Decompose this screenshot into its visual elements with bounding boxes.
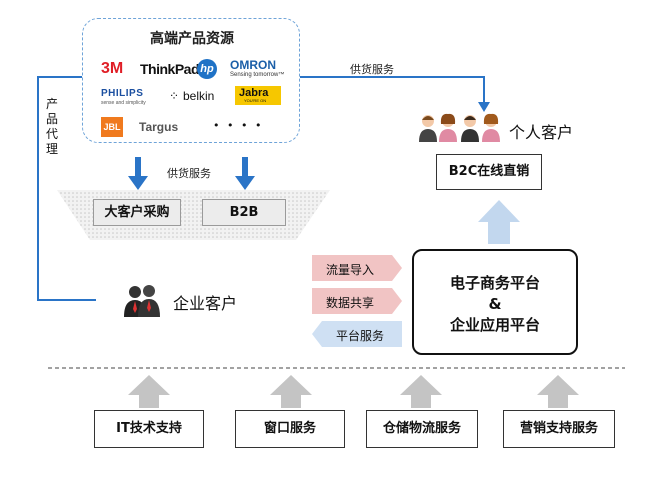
logo-omron-sub: Sensing tomorrow™ xyxy=(230,72,285,78)
product-agent-label: 产品代理 xyxy=(45,97,58,156)
logo-jabra-bg: Jabra YOU'RE ON xyxy=(235,86,281,105)
big-customer-purchase-box: 大客户采购 xyxy=(93,199,181,226)
logo-omron: OMRON xyxy=(230,58,276,72)
logo-philips: PHILIPS xyxy=(101,88,144,99)
logo-thinkpad: ThinkPad. xyxy=(140,61,203,77)
agent-line xyxy=(37,76,96,301)
logo-philips-sub: sense and simplicity xyxy=(101,100,146,106)
supply-top-line xyxy=(300,76,485,103)
enterprise-customer-label: 企业客户 xyxy=(173,294,238,313)
supply-top-label: 供货服务 xyxy=(350,63,394,76)
logo-jabra: Jabra xyxy=(239,87,269,99)
personal-customer-icon xyxy=(418,112,504,142)
support-arrow-2 xyxy=(270,375,312,408)
logo-jbl: JBL xyxy=(101,117,123,137)
personal-customer-label: 个人客户 xyxy=(509,123,574,142)
enterprise-customer-icon xyxy=(122,283,162,317)
support-arrow-1 xyxy=(128,375,170,408)
supply-down-arrow-1 xyxy=(128,157,148,190)
platform-line-3: 企业应用平台 xyxy=(449,316,540,334)
data-ribbon-label: 数据共享 xyxy=(326,296,375,310)
brand-resources-box: 高端产品资源 3M ThinkPad. hp OMRON Sensing tom… xyxy=(82,18,300,143)
logo-targus: Targus xyxy=(139,120,179,134)
supply-mid-label: 供货服务 xyxy=(167,167,211,180)
brand-more-ellipsis: • • • • xyxy=(213,119,264,132)
support-arrow-3 xyxy=(400,375,442,408)
support-box-logistics: 仓储物流服务 xyxy=(366,410,478,448)
supply-down-arrow-2 xyxy=(235,157,255,190)
ecommerce-platform-box: 电子商务平台 & 企业应用平台 xyxy=(412,249,578,355)
b2b-box: B2B xyxy=(202,199,286,226)
belkin-icon: ⁘ xyxy=(169,89,180,103)
traffic-ribbon-label: 流量导入 xyxy=(326,263,375,277)
platform-up-arrow xyxy=(478,200,520,244)
service-ribbon-label: 平台服务 xyxy=(336,329,385,343)
b2c-direct-sales-box: B2C在线直销 xyxy=(436,154,542,190)
supply-top-arrow-head xyxy=(478,102,490,112)
logo-hp: hp xyxy=(197,59,217,79)
support-arrow-4 xyxy=(537,375,579,408)
service-ribbon xyxy=(312,321,402,347)
brand-resources-title: 高端产品资源 xyxy=(150,31,234,47)
logo-3m: 3M xyxy=(101,60,124,77)
logo-jabra-sub: YOU'RE ON xyxy=(244,98,267,103)
support-box-it: IT技术支持 xyxy=(94,410,204,448)
traffic-ribbon xyxy=(312,255,402,281)
support-box-marketing: 营销支持服务 xyxy=(503,410,615,448)
support-box-window: 窗口服务 xyxy=(235,410,345,448)
platform-line-2: & xyxy=(488,295,502,313)
data-ribbon xyxy=(312,288,402,314)
platform-line-1: 电子商务平台 xyxy=(449,274,540,292)
logo-belkin: belkin xyxy=(183,89,215,103)
